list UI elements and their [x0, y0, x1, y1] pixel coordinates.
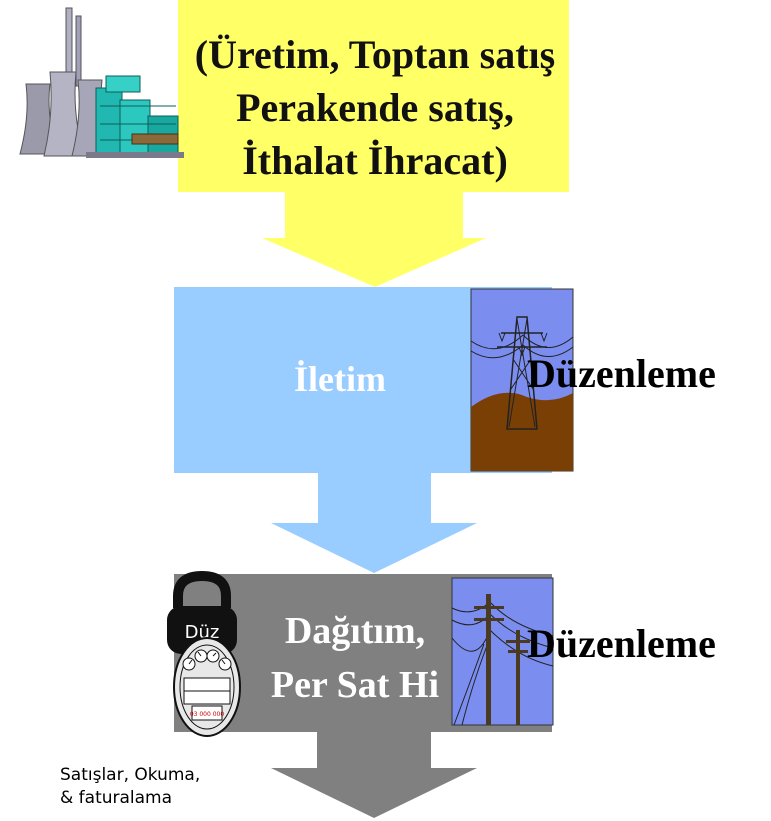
transmission-label: İletim	[294, 359, 386, 399]
footnote-line-2: & faturalama	[60, 788, 173, 808]
utility-pole-icon	[451, 577, 554, 726]
regulation-label-bottom: Düzenleme	[527, 621, 716, 666]
transmission-tower-icon	[470, 288, 574, 472]
electric-meter-icon: 03 000 000	[173, 637, 241, 737]
generation-label: (Üretim, Toptan satış Perakende satış, İ…	[150, 28, 600, 187]
distribution-line-2: Per Sat Hi	[270, 664, 440, 706]
generation-line-3: İthalat İhracat)	[242, 138, 508, 183]
footnote: Satışlar, Okuma, & faturalama	[60, 764, 200, 810]
generation-line-1: (Üretim, Toptan satış	[194, 32, 556, 77]
regulation-label-top: Düzenleme	[527, 351, 716, 396]
generation-box	[178, 0, 569, 192]
footnote-line-1: Satışlar, Okuma,	[60, 765, 201, 785]
generation-line-2: Perakende satış,	[236, 85, 514, 130]
distribution-label: Dağıtım, Per Sat Hi	[240, 604, 470, 712]
distribution-line-1: Dağıtım,	[284, 610, 426, 652]
power-plant-icon	[19, 7, 184, 158]
meter-display: 03 000 000	[190, 711, 225, 718]
